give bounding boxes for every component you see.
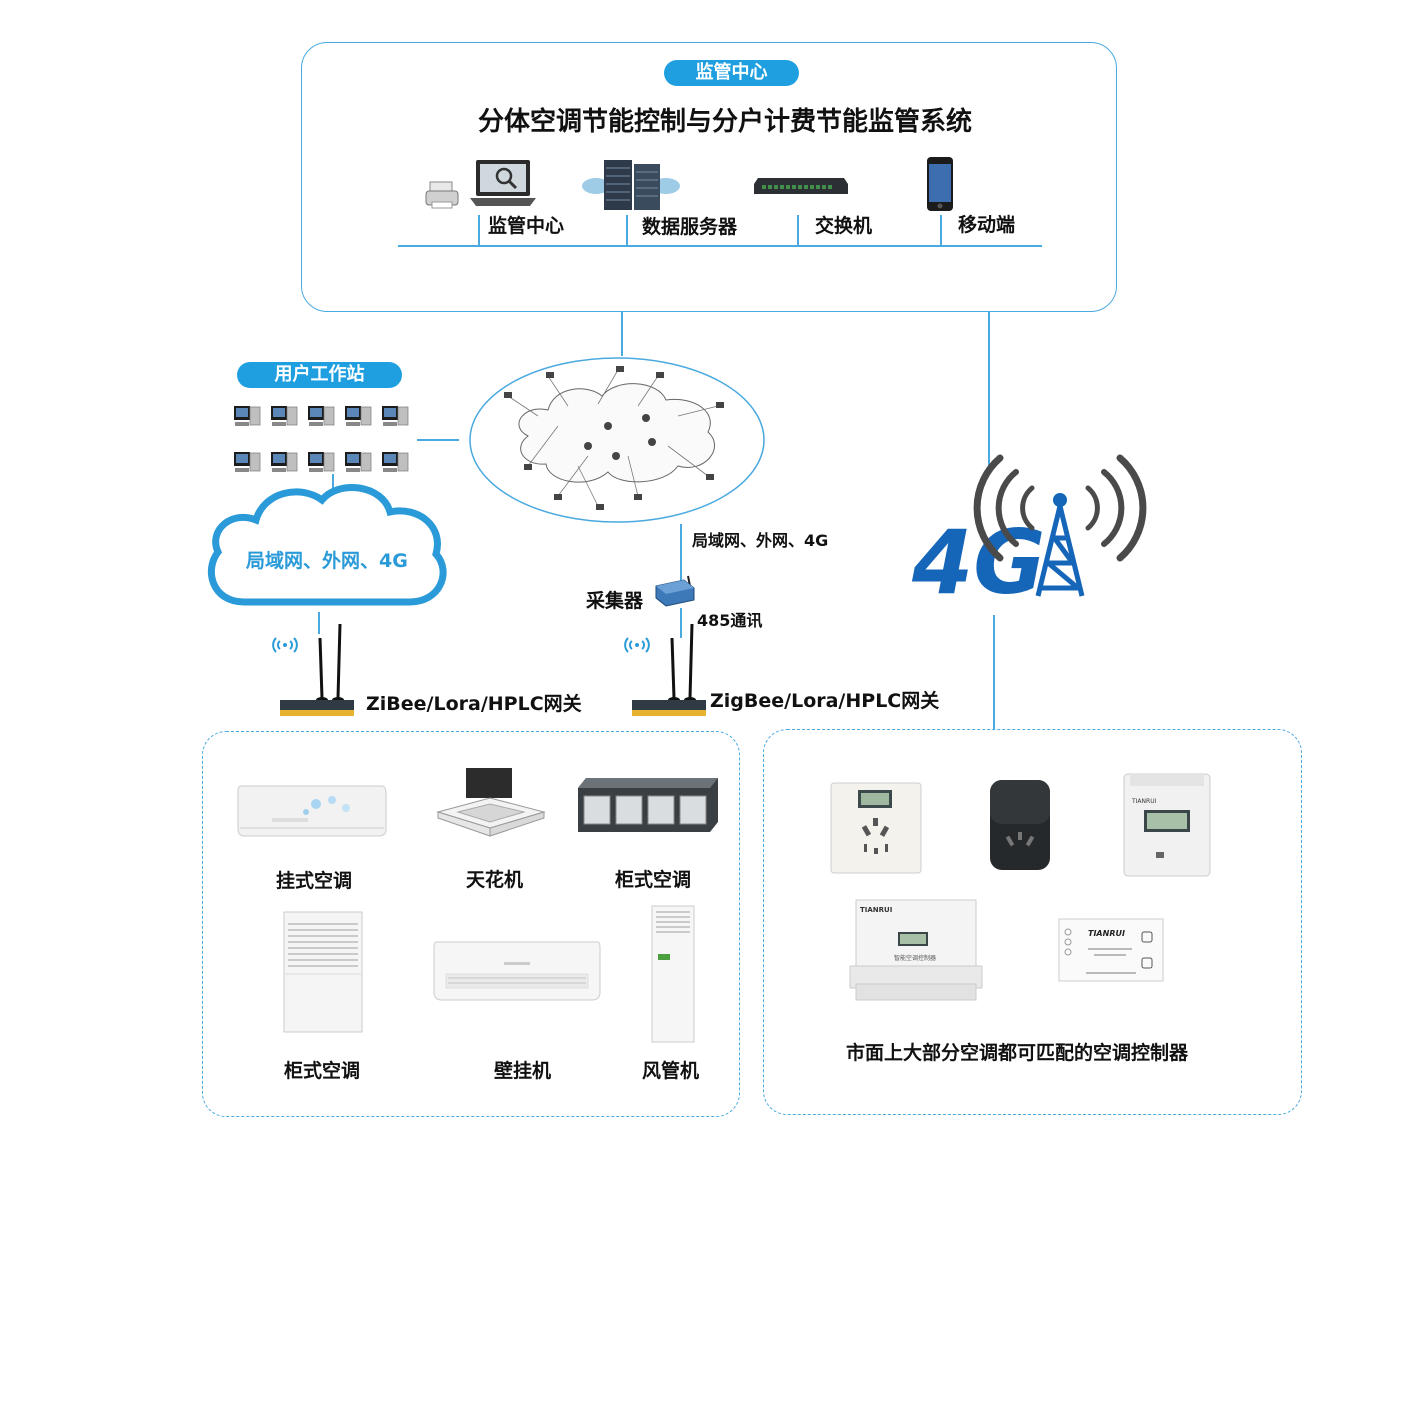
socket-controller-icon <box>830 782 922 874</box>
device-label-mobile: 移动端 <box>958 214 1016 236</box>
flush-brand-label: TIANRUI <box>1088 929 1125 938</box>
network-topology-diagram <box>469 357 765 523</box>
cloud-icon <box>207 484 447 606</box>
network-link-label: 局域网、外网、4G <box>692 531 829 550</box>
laptop-icon <box>470 160 536 206</box>
device-tick <box>797 215 799 245</box>
ac-label-duct: 风管机 <box>642 1060 700 1082</box>
server-cloud-icon <box>582 160 680 210</box>
device-label-server: 数据服务器 <box>642 216 738 238</box>
gateway-right-label: ZigBee/Lora/HPLC网关 <box>710 690 940 712</box>
large-din-product-label: 智能空调控制器 <box>894 954 936 962</box>
system-title: 分体空调节能控制与分户计费节能监管系统 <box>478 107 973 137</box>
collector-device-icon <box>655 575 695 607</box>
printer-icon <box>425 181 459 209</box>
plug-controller-icon <box>990 780 1050 870</box>
comm-label: 485通讯 <box>697 611 763 630</box>
flush-mount-controller-icon: TIANRUI <box>1058 918 1164 982</box>
supervision-center-badge: 监管中心 <box>664 60 799 86</box>
connector-panel-to-network <box>621 311 623 356</box>
ac-units-panel <box>202 731 740 1117</box>
device-bus-line <box>398 245 1042 247</box>
smartphone-icon <box>927 157 953 211</box>
workstation-computers-icon <box>233 405 409 473</box>
ac-label-cabinet-2: 柜式空调 <box>284 1060 361 1082</box>
connector-workstation-to-network <box>417 439 459 441</box>
controllers-panel <box>763 729 1302 1115</box>
device-tick <box>478 215 480 245</box>
ac-label-ceiling: 天花机 <box>466 869 524 891</box>
ceiling-cassette-icon <box>436 768 546 837</box>
ac-label-wall: 挂式空调 <box>276 870 353 892</box>
gateway-left-label: ZiBee/Lora/HPLC网关 <box>366 693 582 715</box>
connector-cloud-to-gateway <box>318 612 320 634</box>
4g-tower-icon: 4G <box>911 454 1147 614</box>
cloud-label: 局域网、外网、4G <box>246 550 408 572</box>
gateway-right-icon <box>624 623 706 716</box>
ac-label-cabinet-1: 柜式空调 <box>615 869 692 891</box>
device-label-supervision: 监管中心 <box>488 215 565 237</box>
connector-collector-to-gateway <box>680 608 682 638</box>
ac-label-wall-mounted: 壁挂机 <box>494 1060 552 1082</box>
large-din-controller-icon: TIANRUI 智能空调控制器 <box>849 899 983 1001</box>
wall-ac-icon <box>237 785 387 837</box>
wall-mounted-ac-icon <box>433 941 601 1001</box>
connector-4g-to-controllers <box>993 615 995 729</box>
large-din-brand-label: TIANRUI <box>860 906 892 914</box>
supervision-center-panel <box>301 42 1117 312</box>
cabinet-ac-large-icon <box>283 911 363 1033</box>
device-label-switch: 交换机 <box>815 215 873 237</box>
connector-panel-to-4g <box>988 311 990 473</box>
floor-ac-icon <box>651 905 695 1043</box>
controllers-caption: 市面上大部分空调都可匹配的空调控制器 <box>846 1042 1189 1064</box>
device-tick <box>626 215 628 245</box>
connector-network-to-collector <box>680 524 682 582</box>
connector-workstation-to-cloud <box>332 474 334 494</box>
din-brand-label: TIANRUI <box>1131 798 1157 805</box>
din-rail-controller-icon: TIANRUI <box>1123 773 1211 877</box>
duct-ac-icon <box>578 778 718 832</box>
network-switch-icon <box>754 178 848 194</box>
gateway-left-icon <box>272 623 354 716</box>
collector-label: 采集器 <box>586 590 644 612</box>
user-workstation-badge: 用户工作站 <box>237 362 402 388</box>
device-tick <box>940 215 942 245</box>
